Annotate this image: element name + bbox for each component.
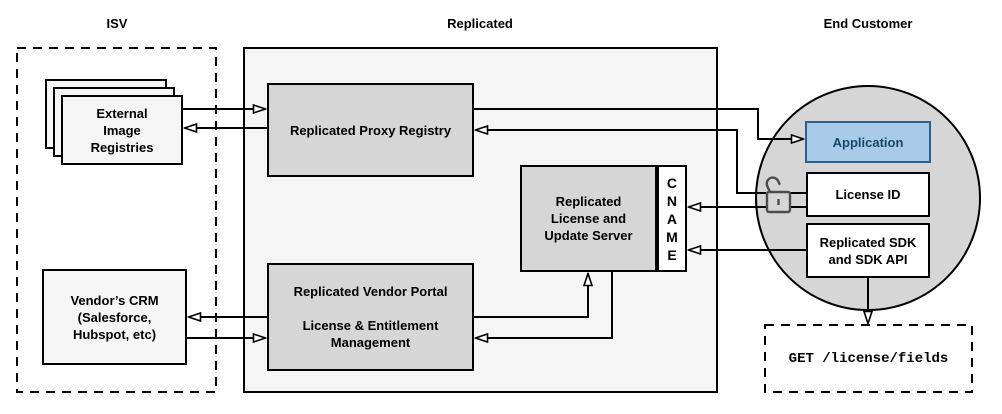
arrow-portal-to-update-server <box>474 274 588 318</box>
external-image-registries-node: External Image Registries <box>61 95 183 165</box>
get-license-fields-container <box>764 324 973 393</box>
replicated-proxy-registry-node: Replicated Proxy Registry <box>267 83 474 177</box>
isv-section-label: ISV <box>106 16 128 31</box>
application-node: Application <box>805 121 931 163</box>
replicated-vendor-portal-node: Replicated Vendor Portal License & Entit… <box>267 263 474 371</box>
replicated-sdk-node: Replicated SDK and SDK API <box>806 223 930 278</box>
replicated-section-label: Replicated <box>447 16 513 31</box>
end-customer-section-label: End Customer <box>823 16 913 31</box>
vendor-portal-subtitle: License & Entitlement Management <box>302 318 439 350</box>
vendor-portal-title: Replicated Vendor Portal <box>293 284 448 299</box>
replicated-license-update-server-node: Replicated License and Update Server <box>520 165 657 272</box>
get-license-fields-label: GET /license/fields <box>788 350 949 367</box>
license-id-node: License ID <box>806 172 930 217</box>
arrow-license-to-proxy <box>476 130 766 194</box>
arrow-proxy-to-application <box>474 108 803 139</box>
lock-icon <box>765 176 792 214</box>
cname-endpoint-node: C N A M E <box>657 165 687 272</box>
arrow-update-server-to-portal <box>476 272 613 338</box>
vendors-crm-node: Vendor’s CRM (Salesforce, Hubspot, etc) <box>42 269 187 365</box>
